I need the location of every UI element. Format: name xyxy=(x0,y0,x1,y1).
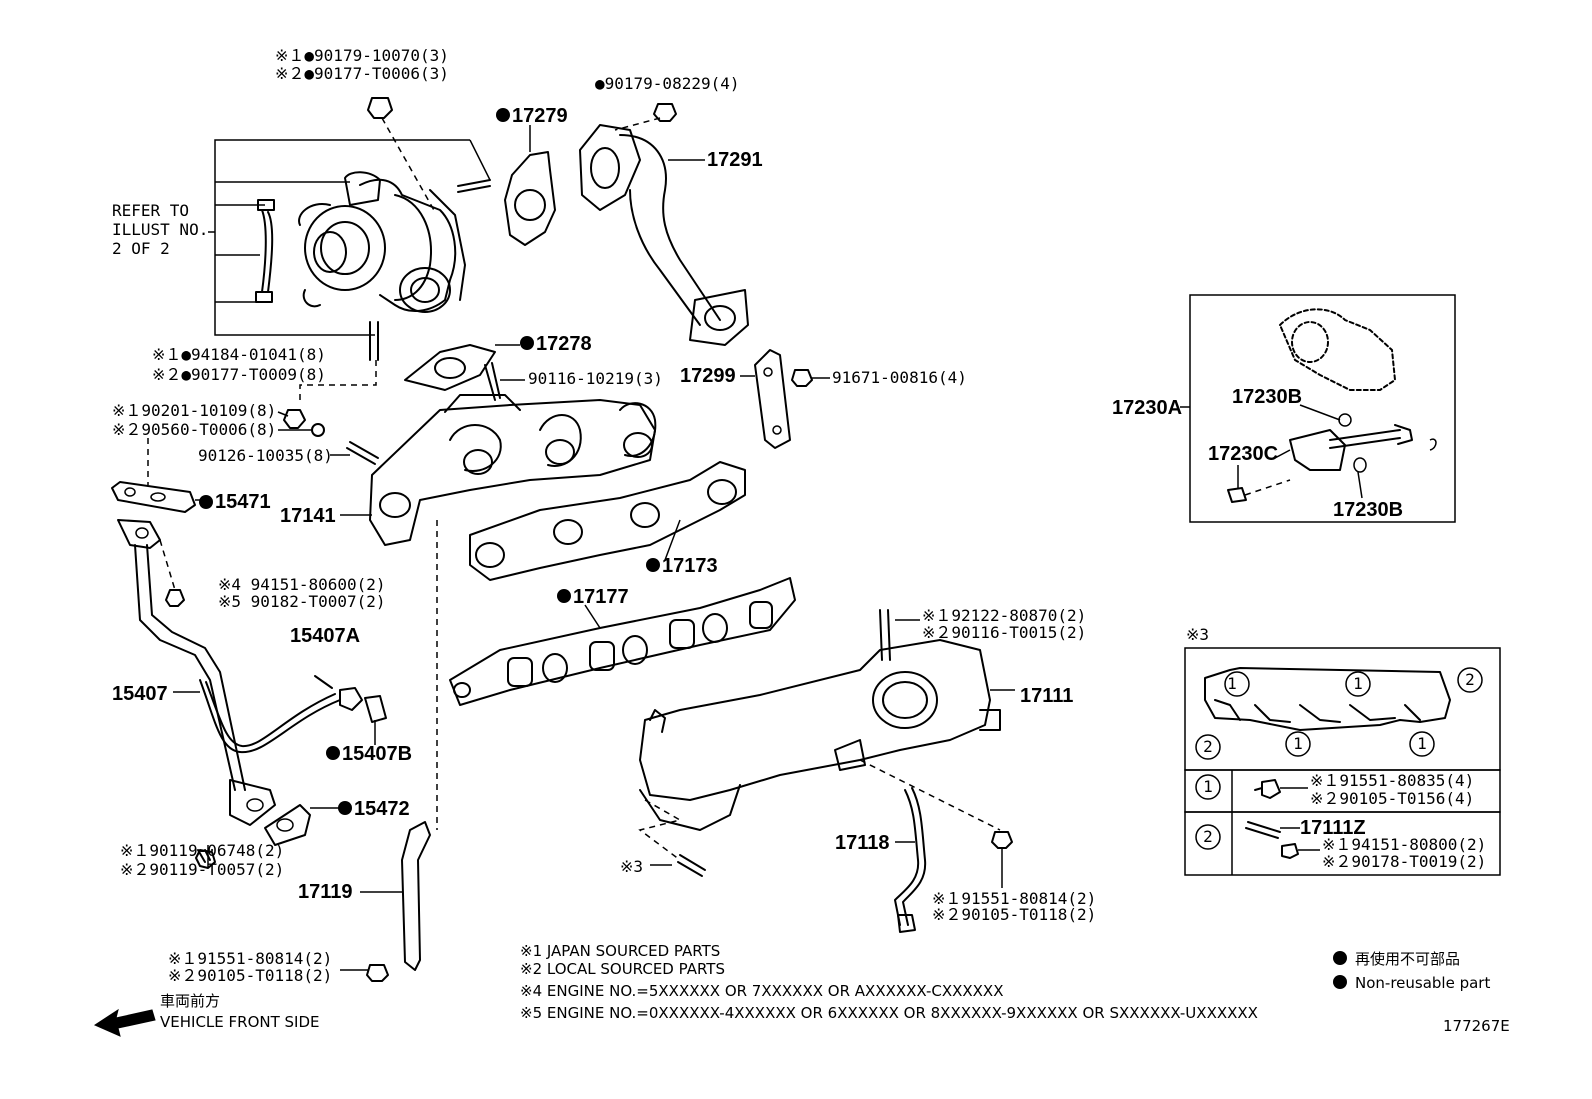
part-17278: 17278 xyxy=(536,333,592,355)
label-bolt-17119-2: ※２90105-T0118(2) xyxy=(168,966,332,985)
inset-17230a xyxy=(1180,294,1456,523)
part-17111: 17111 xyxy=(1020,685,1073,707)
bracket-17299 xyxy=(740,349,830,449)
part-15472: 15472 xyxy=(354,798,410,820)
label-stud-manifold: 90126-10035(8) xyxy=(198,446,333,465)
note-engine-4: ※4 ENGINE NO.=5XXXXXX OR 7XXXXXX OR AXXX… xyxy=(520,982,1004,1000)
part-15407: 15407 xyxy=(112,683,168,705)
legend-dot-en xyxy=(1333,975,1347,989)
gasket-17278 xyxy=(404,344,525,401)
refer-line-2: ILLUST NO. xyxy=(112,220,208,239)
legend-en: Non-reusable part xyxy=(1355,974,1490,992)
note-local-sourced: ※2 LOCAL SOURCED PARTS xyxy=(520,960,725,978)
inset3-row2-nut-1: ※１94151-80800(2) xyxy=(1322,835,1486,854)
inset3-callout-3: 2 xyxy=(1465,670,1475,689)
gasket-15472 xyxy=(264,804,340,846)
oil-pipe-15407 xyxy=(117,519,387,869)
label-washer-2: ※２90560-T0006(8) xyxy=(112,420,276,439)
exhaust-manifold-17141 xyxy=(340,394,657,546)
front-label-jp: 車両前方 xyxy=(160,992,220,1010)
label-bolt-17118-2: ※２90105-T0118(2) xyxy=(932,905,1096,924)
label-nut-15407-5: ※5 90182-T0007(2) xyxy=(218,592,386,611)
legend-dot-jp xyxy=(1333,951,1347,965)
part-17230b-bottom: 17230B xyxy=(1333,499,1403,521)
label-stud-17111-1: ※１92122-80870(2) xyxy=(922,606,1086,625)
turbocharger-assembly xyxy=(208,97,491,405)
inset3-callout-2: 1 xyxy=(1353,674,1363,693)
inset3-callout-1: 1 xyxy=(1227,674,1237,693)
legend-jp: 再使用不可部品 xyxy=(1355,950,1460,968)
label-stud-2: ※２●90177-T0009(8) xyxy=(152,365,326,384)
inset3-callout-4: 2 xyxy=(1203,737,1213,756)
front-label-en: VEHICLE FRONT SIDE xyxy=(160,1013,320,1031)
pipe-17118 xyxy=(894,787,1013,933)
label-bolt-15407-2: ※２90119-T0057(2) xyxy=(120,860,284,879)
label-pipe-nut: ●90179-08229(4) xyxy=(595,74,740,93)
part-17279: 17279 xyxy=(512,105,568,127)
vehicle-front-arrow xyxy=(93,1008,156,1037)
label-top-nut-2: ※２●90177-T0006(3) xyxy=(275,64,449,83)
label-stud-1: ※１●94184-01041(8) xyxy=(152,345,326,364)
label-stud-17111-2: ※２90116-T0015(2) xyxy=(922,623,1086,642)
part-17118: 17118 xyxy=(835,832,890,854)
exhaust-pipe-17291 xyxy=(579,103,749,346)
part-17230a: 17230A xyxy=(1112,397,1182,419)
part-17177: 17177 xyxy=(573,586,629,608)
label-bolt-15407-1: ※１90119-06748(2) xyxy=(120,841,284,860)
part-17141: 17141 xyxy=(280,505,336,527)
part-15407b: 15407B xyxy=(342,743,412,765)
bracket-17119 xyxy=(340,520,438,982)
label-bolt-17118-1: ※１91551-80814(2) xyxy=(932,889,1096,908)
inset3-row1-index: 1 xyxy=(1203,777,1213,796)
washer-stud-group xyxy=(147,409,379,485)
part-17119: 17119 xyxy=(298,881,353,903)
label-star3-stud: ※3 xyxy=(620,857,643,876)
part-17299: 17299 xyxy=(680,365,736,387)
inset3-callout-6: 1 xyxy=(1417,734,1427,753)
label-stud-mid: 90116-10219(3) xyxy=(528,369,663,388)
label-bolt-17299: 91671-00816(4) xyxy=(832,368,967,387)
label-bolt-17119-1: ※１91551-80814(2) xyxy=(168,949,332,968)
gasket-17177 xyxy=(449,577,796,706)
label-washer-1: ※１90201-10109(8) xyxy=(112,401,276,420)
gasket-17173 xyxy=(469,461,746,581)
turbo-outlet-gasket-17279 xyxy=(504,125,556,246)
part-17291: 17291 xyxy=(707,149,763,171)
inset3-callout-5: 1 xyxy=(1293,734,1303,753)
refer-line-3: 2 OF 2 xyxy=(112,239,170,258)
gasket-15471 xyxy=(111,481,205,513)
label-top-nut-1: ※１●90179-10070(3) xyxy=(275,46,449,65)
inset3-row1-bolt-1: ※１91551-80835(4) xyxy=(1310,771,1474,790)
inset3-row2-nut-2: ※２90178-T0019(2) xyxy=(1322,852,1486,871)
inset-star3-table xyxy=(1184,647,1501,876)
part-17111z: 17111Z xyxy=(1300,817,1366,839)
intake-manifold-17111 xyxy=(638,609,1015,877)
part-17230c: 17230C xyxy=(1208,443,1278,465)
part-17230b-top: 17230B xyxy=(1232,386,1302,408)
label-nut-15407-4: ※4 94151-80600(2) xyxy=(218,575,386,594)
inset3-title: ※3 xyxy=(1186,625,1209,644)
inset3-row2-index: 2 xyxy=(1203,827,1213,846)
diagram-id: 177267E xyxy=(1443,1017,1510,1035)
note-engine-5: ※5 ENGINE NO.=0XXXXXX-4XXXXXX OR 6XXXXXX… xyxy=(520,1004,1258,1022)
refer-line-1: REFER TO xyxy=(112,201,189,220)
part-15407a: 15407A xyxy=(290,625,360,647)
part-15471: 15471 xyxy=(215,491,271,513)
part-17173: 17173 xyxy=(662,555,718,577)
inset3-row1-bolt-2: ※２90105-T0156(4) xyxy=(1310,789,1474,808)
note-japan-sourced: ※1 JAPAN SOURCED PARTS xyxy=(520,942,720,960)
